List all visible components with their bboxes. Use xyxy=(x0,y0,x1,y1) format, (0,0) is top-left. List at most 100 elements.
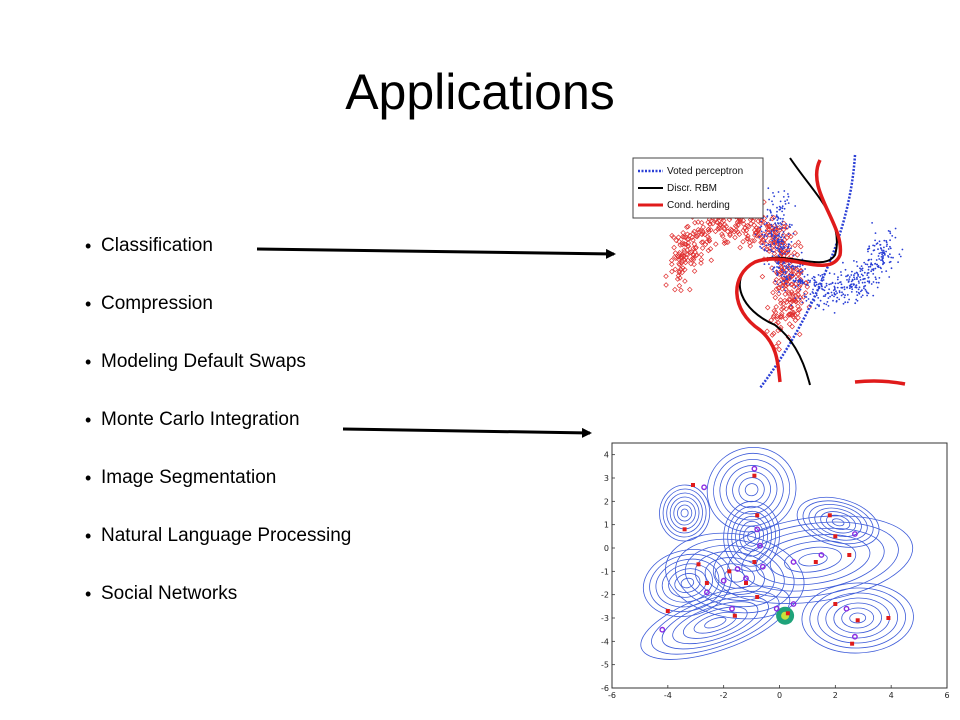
blue-point xyxy=(874,276,877,279)
blue-point xyxy=(771,268,774,270)
red-point xyxy=(676,238,682,245)
blue-point xyxy=(851,279,854,282)
blue-point xyxy=(833,273,836,275)
contour-line xyxy=(732,471,771,509)
blue-point xyxy=(773,243,776,245)
blue-point xyxy=(763,223,766,225)
red-point xyxy=(777,281,784,288)
red-point xyxy=(789,298,796,304)
blue-point xyxy=(777,216,780,219)
red-point xyxy=(676,262,683,268)
blue-point xyxy=(842,302,845,305)
blue-point xyxy=(849,284,852,286)
red-point xyxy=(722,221,728,228)
red-point xyxy=(698,256,705,263)
blue-point xyxy=(824,295,826,297)
blue-point xyxy=(861,281,864,284)
voted-perceptron-line xyxy=(759,154,857,389)
blue-point xyxy=(775,247,778,250)
blue-point xyxy=(781,205,784,208)
blue-point xyxy=(844,268,847,271)
blue-point xyxy=(799,278,802,281)
contour-line xyxy=(825,514,851,530)
blue-point xyxy=(781,210,783,213)
blue-point xyxy=(864,281,866,284)
blue-point xyxy=(784,276,787,278)
blue-point xyxy=(787,195,790,198)
red-point xyxy=(795,271,801,277)
blue-point xyxy=(792,232,795,235)
contour-line xyxy=(662,488,707,538)
red-point xyxy=(725,239,731,246)
blue-point xyxy=(793,280,796,283)
blue-point xyxy=(864,263,867,265)
blue-point xyxy=(809,279,811,282)
blue-point xyxy=(790,265,792,268)
blue-point xyxy=(838,290,841,292)
red-point xyxy=(733,227,739,234)
y-tick-label: 2 xyxy=(604,497,609,506)
red-point xyxy=(689,234,696,241)
red-point xyxy=(672,250,679,256)
blue-point xyxy=(828,283,831,286)
blue-point xyxy=(825,303,828,306)
blue-point xyxy=(876,286,879,289)
red-point xyxy=(682,266,688,273)
contour-line xyxy=(808,504,868,541)
red-point xyxy=(769,332,776,338)
blue-point xyxy=(821,273,824,276)
red-point xyxy=(675,234,682,241)
blue-point xyxy=(861,267,864,270)
bullet-modeling-default-swaps: Modeling Default Swaps xyxy=(85,344,351,402)
red-point xyxy=(797,295,804,301)
red-point xyxy=(690,256,697,263)
blue-point xyxy=(843,288,846,291)
contour-line xyxy=(739,520,765,552)
red-point xyxy=(727,232,733,239)
blue-point xyxy=(871,268,873,271)
red-point xyxy=(753,229,759,236)
red-point xyxy=(764,224,771,230)
red-point xyxy=(695,227,702,233)
blue-point xyxy=(805,296,808,298)
blue-point xyxy=(774,246,777,249)
red-point xyxy=(740,217,747,224)
red-point xyxy=(798,243,804,250)
blue-point xyxy=(851,288,854,291)
blue-point xyxy=(769,219,772,221)
contour-line xyxy=(769,540,857,579)
red-point xyxy=(694,232,701,238)
contour-line xyxy=(661,596,769,650)
red-point xyxy=(783,299,790,305)
blue-point xyxy=(778,208,781,211)
blue-point xyxy=(888,261,891,264)
red-point xyxy=(713,241,719,247)
blue-point xyxy=(822,295,825,297)
blue-point xyxy=(853,260,855,262)
blue-point xyxy=(763,249,766,252)
blue-point xyxy=(789,277,792,280)
red-point xyxy=(746,223,752,230)
blue-point xyxy=(804,268,806,270)
red-point xyxy=(706,238,713,244)
contour-line xyxy=(659,484,711,542)
blue-point xyxy=(877,248,879,251)
red-point xyxy=(675,256,682,263)
red-point xyxy=(768,317,774,323)
blue-point xyxy=(858,292,861,295)
blue-point xyxy=(848,276,851,278)
blue-point xyxy=(860,296,863,298)
blue-point xyxy=(786,246,789,249)
blue-point xyxy=(829,295,831,298)
y-tick-label: -5 xyxy=(601,661,609,670)
red-point xyxy=(789,323,795,330)
red-point xyxy=(778,306,785,312)
blue-point xyxy=(865,290,868,293)
blue-point xyxy=(871,222,873,224)
x-tick-label: -4 xyxy=(664,691,672,700)
blue-point xyxy=(872,281,875,283)
blue-point xyxy=(837,276,839,279)
bullet-natural-language-processing: Natural Language Processing xyxy=(85,518,351,576)
blue-point xyxy=(867,276,870,279)
blue-point xyxy=(776,283,779,286)
